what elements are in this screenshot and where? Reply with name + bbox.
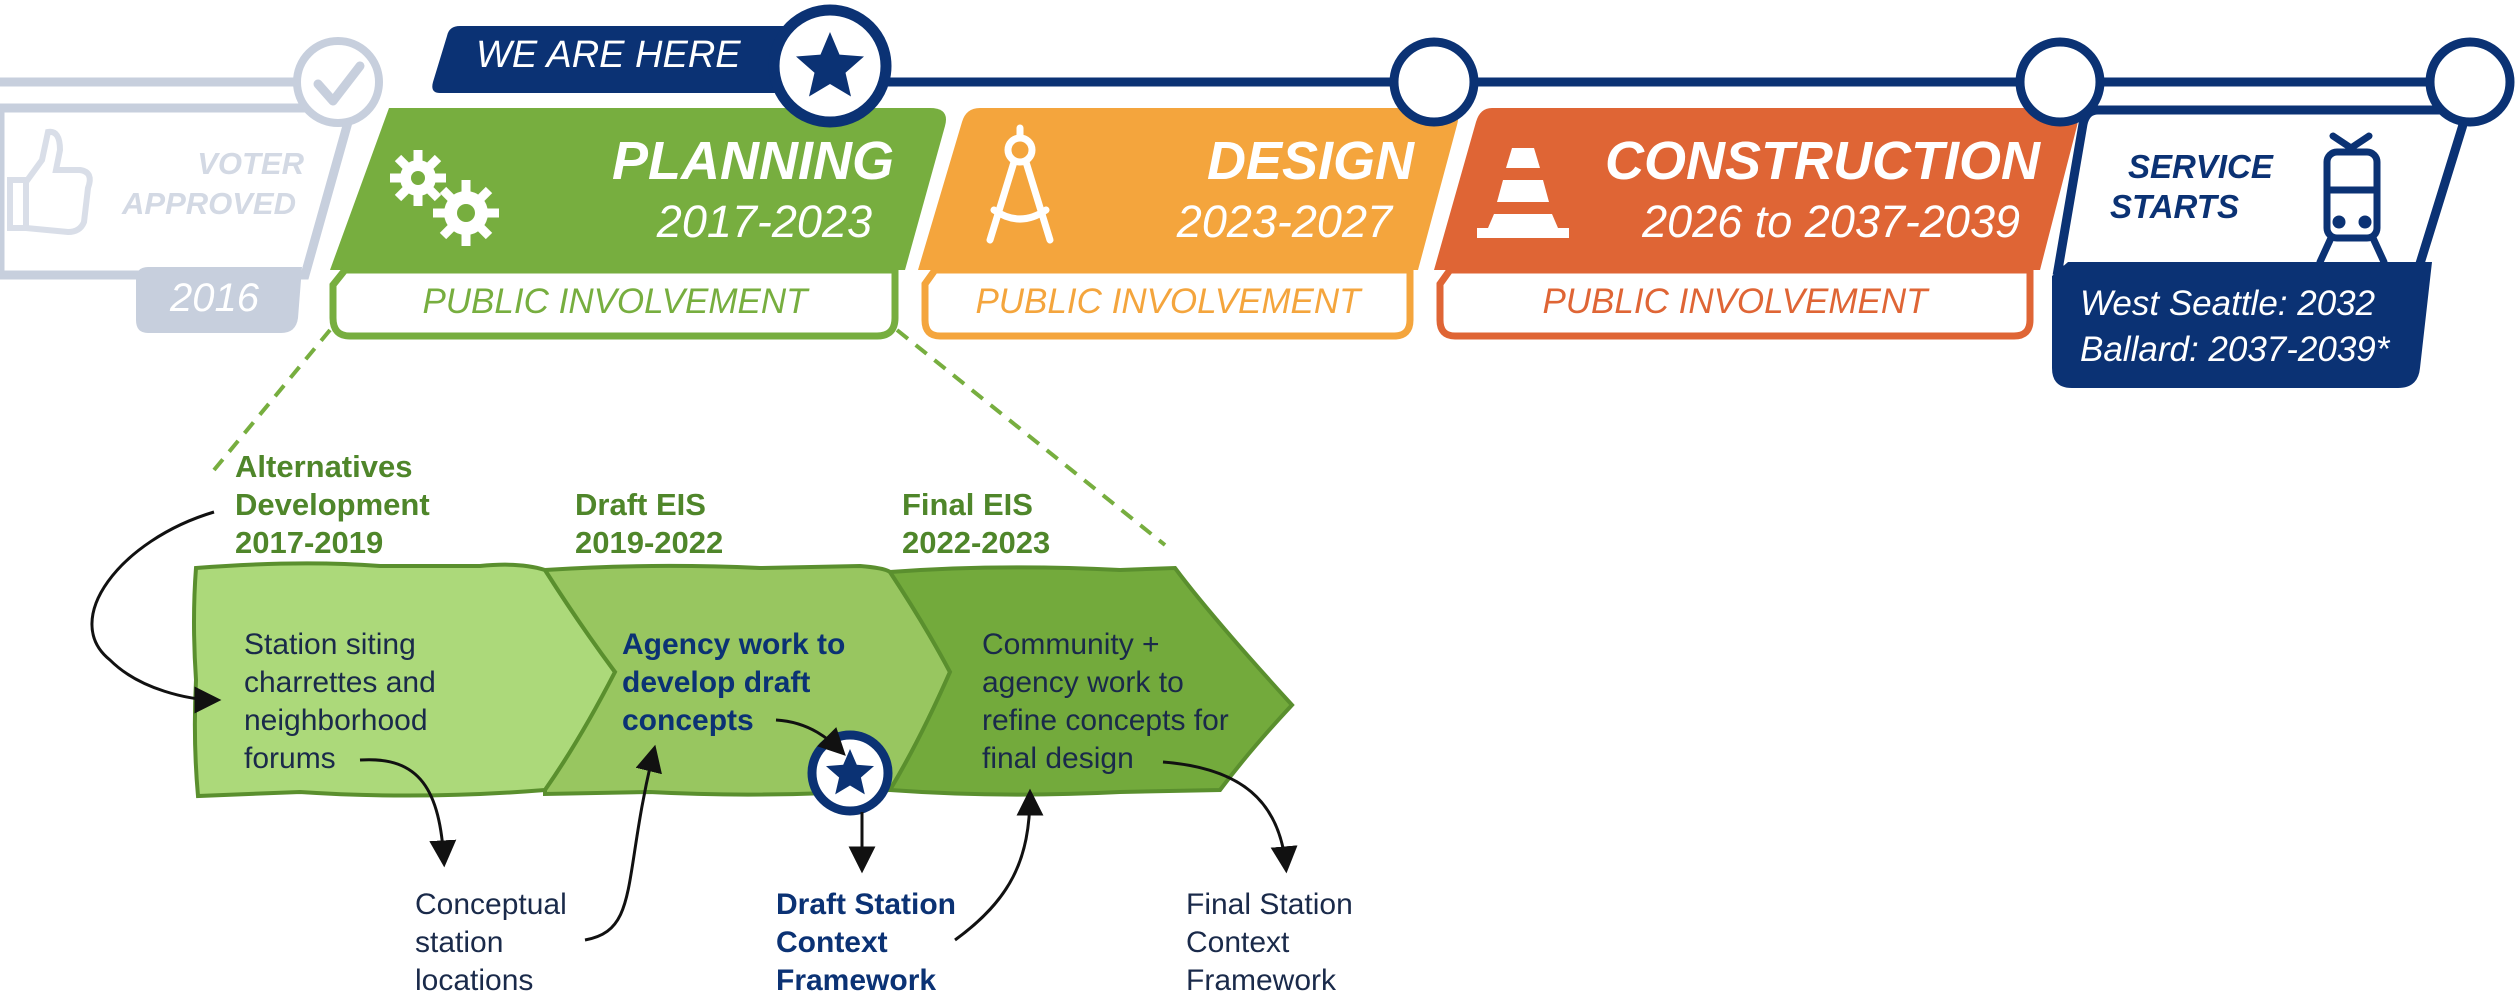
voter-title-line2: APPROVED bbox=[122, 186, 296, 221]
construction-years: 2026 to 2037-2039 bbox=[1642, 196, 2020, 247]
design-title: DESIGN bbox=[1206, 131, 1414, 191]
phase-output-final-eis: Final Station Context Framework bbox=[1186, 888, 1353, 997]
chevron-final-eis bbox=[886, 565, 1295, 797]
design-stage bbox=[918, 108, 1459, 340]
service-title-line2: STARTS bbox=[2110, 188, 2239, 225]
we-are-here-label: WE ARE HERE bbox=[476, 34, 741, 76]
service-west-seattle: West Seattle: 2032 bbox=[2080, 284, 2376, 323]
gears-icon bbox=[390, 150, 499, 246]
construction-title: CONSTRUCTION bbox=[1605, 131, 2040, 191]
construction-milestone bbox=[2015, 37, 2105, 127]
voter-approved-stage bbox=[0, 103, 358, 333]
thumbs-up-icon bbox=[7, 128, 93, 236]
construction-stage bbox=[1434, 108, 2079, 340]
phase-heading-draft-eis: Draft EIS 2019-2022 bbox=[575, 487, 724, 560]
phase-body-draft-eis: Agency work to develop draft concepts bbox=[622, 628, 846, 737]
check-icon bbox=[293, 37, 383, 127]
planning-involvement: PUBLIC INVOLVEMENT bbox=[422, 282, 808, 321]
design-involvement: PUBLIC INVOLVEMENT bbox=[975, 282, 1361, 321]
phase-heading-final-eis: Final EIS 2022-2023 bbox=[902, 487, 1051, 560]
phase-body-final-eis: Community + agency work to refine concep… bbox=[982, 628, 1229, 775]
draft-star-icon bbox=[807, 730, 893, 816]
train-icon bbox=[2316, 132, 2388, 266]
service-milestone bbox=[2425, 37, 2515, 127]
zoom-line-right bbox=[895, 328, 1167, 547]
traffic-cone-icon bbox=[1477, 148, 1569, 238]
we-are-here-banner bbox=[432, 26, 800, 93]
compass-icon bbox=[986, 124, 1054, 244]
design-years: 2023-2027 bbox=[1176, 196, 1392, 247]
phase-body-alternatives: Station siting charrettes and neighborho… bbox=[244, 628, 436, 775]
voter-title-line1: VOTER bbox=[197, 146, 304, 181]
service-title-line1: SERVICE bbox=[2128, 148, 2273, 185]
construction-involvement: PUBLIC INVOLVEMENT bbox=[1542, 282, 1928, 321]
voter-year: 2016 bbox=[170, 276, 259, 320]
planning-title: PLANNING bbox=[612, 131, 894, 191]
star-icon bbox=[768, 4, 892, 128]
phase-output-draft-eis: Draft Station Context Framework bbox=[776, 888, 956, 997]
zoom-line-left bbox=[212, 328, 332, 472]
phase-output-alternatives: Conceptual station locations bbox=[415, 888, 567, 997]
service-ballard: Ballard: 2037-2039* bbox=[2080, 330, 2390, 369]
voter-year-tab bbox=[136, 267, 302, 333]
phase-heading-alternatives: Alternatives Development 2017-2019 bbox=[235, 449, 430, 560]
flow-arrows bbox=[90, 510, 1298, 942]
design-milestone bbox=[1389, 37, 1479, 127]
planning-years: 2017-2023 bbox=[656, 196, 872, 247]
